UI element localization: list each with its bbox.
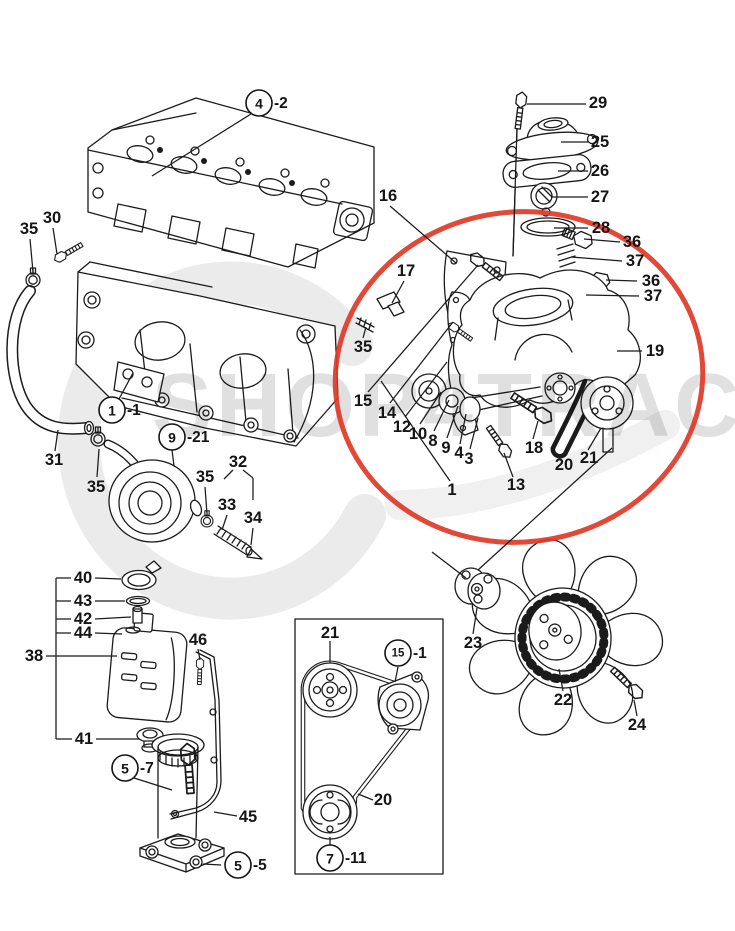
- watermark-text: SHOP4TRAC: [152, 356, 735, 456]
- svg-text:9: 9: [168, 430, 176, 446]
- callout-30-13: 30: [43, 209, 61, 227]
- callout-40-34: 40: [74, 569, 92, 587]
- callout-35-12: 35: [20, 220, 38, 238]
- callout-26-2: 26: [591, 162, 609, 180]
- callout-43-35: 43: [74, 592, 92, 610]
- callout-44-37: 44: [74, 624, 93, 642]
- fan-bolt-drawing: [608, 664, 647, 703]
- svg-text:-5: -5: [253, 857, 267, 874]
- svg-text:5: 5: [121, 761, 129, 777]
- callout-circled-7-11: 7 -11: [316, 844, 367, 872]
- callout-17-11: 17: [397, 262, 415, 280]
- hose-and-clamp-drawing: [6, 240, 106, 447]
- callout-35-33: 35: [196, 468, 214, 486]
- thermostat-stack-drawing: [502, 90, 599, 257]
- callout-25-1: 25: [591, 133, 609, 151]
- callout-4-23: 4: [454, 444, 464, 462]
- svg-text:-7: -7: [140, 760, 154, 777]
- callout-27-3: 27: [591, 188, 609, 206]
- fan-spacer-drawing: [454, 567, 501, 610]
- svg-text:-11: -11: [345, 850, 367, 867]
- callout-circled-4-2: 4 -2: [245, 89, 288, 117]
- callout-9-22: 9: [441, 439, 450, 457]
- callout-19-9: 19: [646, 342, 664, 360]
- callout-20-43: 20: [374, 791, 392, 809]
- callout-circled-5-5: 5 -5: [224, 851, 267, 879]
- tank-cap-drawing: [121, 560, 164, 753]
- callout-36-5: 36: [623, 233, 641, 251]
- callout-layer: 2925262728363736371916173530313535151412…: [20, 89, 664, 879]
- callout-29-0: 29: [589, 94, 607, 112]
- callout-circled-1-1: 1 -1: [98, 396, 141, 424]
- watermark-swirl: [57, 261, 680, 620]
- callout-13-26: 13: [507, 476, 525, 494]
- callout-3-24: 3: [464, 450, 473, 468]
- belt-diagram-box: [294, 618, 444, 875]
- leader-lines: [29, 103, 642, 866]
- callout-24-46: 24: [628, 716, 647, 734]
- svg-text:-1: -1: [413, 645, 427, 662]
- red-highlight-ellipse: [332, 209, 706, 545]
- callout-32-30: 32: [229, 453, 247, 471]
- callout-45-41: 45: [239, 808, 257, 826]
- bracket-45-drawing: [169, 649, 222, 820]
- callout-37-6: 37: [626, 252, 644, 270]
- water-pump-drawing: [355, 249, 641, 461]
- oil-cooler-drawing: [103, 439, 263, 560]
- svg-text:7: 7: [326, 851, 334, 867]
- svg-text:4: 4: [255, 96, 263, 112]
- callout-35-15: 35: [87, 478, 105, 496]
- callout-20-28: 20: [555, 456, 573, 474]
- watermark-layer: SHOP4TRAC: [152, 356, 735, 456]
- callout-37-8: 37: [644, 287, 662, 305]
- callout-33-31: 33: [218, 496, 236, 514]
- callout-21-42: 21: [321, 624, 339, 642]
- callout-circled-9-21: 9 -21: [158, 423, 210, 451]
- callout-8-21: 8: [428, 432, 437, 450]
- callout-22-45: 22: [554, 691, 572, 709]
- callout-circled-5-7: 5 -7: [111, 754, 154, 782]
- callout-15-17: 15: [354, 392, 372, 410]
- svg-text:1: 1: [108, 403, 116, 419]
- callout-21-29: 21: [580, 449, 598, 467]
- callout-10-20: 10: [409, 425, 427, 443]
- callout-35-16: 35: [354, 338, 372, 356]
- svg-text:15: 15: [392, 648, 405, 660]
- callout-38-38: 38: [25, 647, 43, 665]
- callout-18-27: 18: [525, 439, 543, 457]
- svg-text:5: 5: [234, 858, 242, 874]
- svg-text:-21: -21: [187, 429, 210, 446]
- callout-46-39: 46: [189, 631, 207, 649]
- callout-36-7: 36: [642, 272, 660, 290]
- callout-34-32: 34: [244, 509, 263, 527]
- callout-14-18: 14: [378, 404, 397, 422]
- callout-circled-15-1: 15 -1: [384, 639, 427, 667]
- callout-23-44: 23: [464, 634, 482, 652]
- fan-drawing: [461, 535, 666, 743]
- callout-28-4: 28: [592, 219, 610, 237]
- callout-41-40: 41: [75, 730, 93, 748]
- engine-block-drawing: [75, 261, 339, 447]
- callout-16-10: 16: [379, 187, 397, 205]
- callout-31-14: 31: [45, 451, 63, 469]
- callout-12-19: 12: [393, 418, 411, 436]
- cylinder-head-drawing: [87, 97, 375, 269]
- svg-text:-1: -1: [127, 402, 141, 419]
- filler-pipe-drawing: [139, 733, 225, 873]
- callout-1-25: 1: [447, 481, 456, 499]
- svg-text:-2: -2: [274, 95, 288, 112]
- reserve-tank-drawing: [106, 612, 188, 723]
- callout-42-36: 42: [74, 610, 92, 628]
